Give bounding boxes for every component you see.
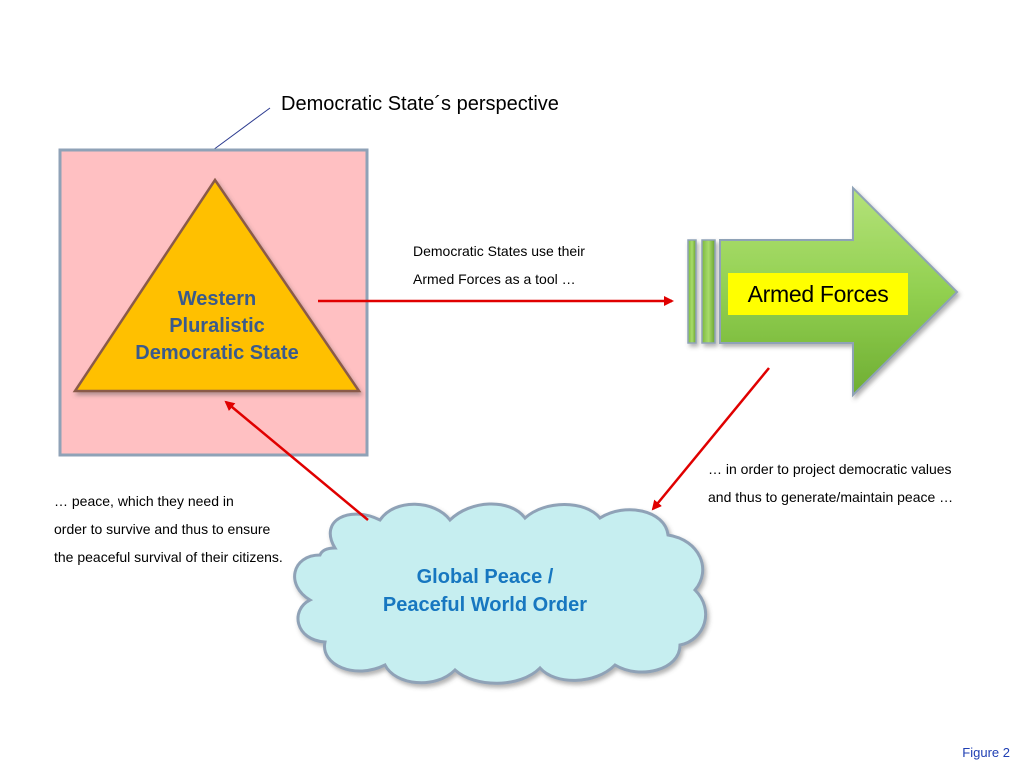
state-label: Western Pluralistic Democratic State <box>110 286 324 367</box>
note-tool-line: Democratic States use their <box>413 243 585 259</box>
note-survival-line: the peaceful survival of their citizens. <box>54 549 283 565</box>
connector-arrow-forces-to-peace <box>651 367 770 511</box>
global-peace-label-line: Global Peace / <box>416 566 554 588</box>
perspective-title: Democratic State´s perspective <box>281 93 559 115</box>
figure-label: Figure 2 <box>962 745 1010 760</box>
state-label-line: Pluralistic <box>169 315 265 337</box>
note-tool: Democratic States use their Armed Forces… <box>413 237 585 293</box>
note-project-line: and thus to generate/maintain peace … <box>708 489 954 505</box>
note-survival-line: order to survive and thus to ensure <box>54 521 271 537</box>
global-peace-label-line: Peaceful World Order <box>382 594 588 616</box>
title-callout-line <box>212 107 271 151</box>
note-survival: … peace, which they need in order to sur… <box>54 487 283 571</box>
global-peace-cloud <box>293 502 708 685</box>
state-triangle <box>72 177 362 393</box>
armed-forces-label: Armed Forces <box>728 273 908 315</box>
note-tool-line: Armed Forces as a tool … <box>413 271 576 287</box>
note-project: … in order to project democratic values … <box>708 455 953 511</box>
state-label-line: Democratic State <box>135 342 299 364</box>
note-survival-line: … peace, which they need in <box>54 493 234 509</box>
connector-arrow-peace-to-state <box>224 400 369 521</box>
state-label-line: Western <box>177 288 257 310</box>
note-project-line: … in order to project democratic values <box>708 461 952 477</box>
global-peace-label: Global Peace / Peaceful World Order <box>330 563 640 619</box>
